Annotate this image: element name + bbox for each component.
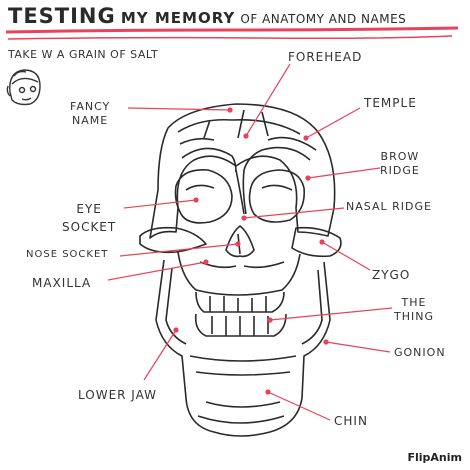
label-temple: TEMPLE [364,96,417,110]
label-brow-ridge-line1: BROW [380,150,420,163]
title-underline [5,26,459,40]
label-nose-socket: NOSE SOCKET [26,249,109,260]
label-forehead: FOREHEAD [288,50,363,64]
label-fancy-name: FANCY NAME [70,100,110,128]
skull-outline [139,103,342,437]
face-doodle-icon [6,69,41,106]
label-lower-jaw: LOWER JAW [78,388,158,402]
subtitle: TAKE W A GRAIN OF SALT [8,48,159,61]
label-nasal-ridge: NASAL RIDGE [346,200,432,213]
watermark-logo: FlipAnim [407,451,462,464]
label-the-thing-line2: THING [394,310,434,323]
label-eye-socket-line2: SOCKET [62,220,117,234]
label-gonion: GONION [394,346,446,359]
title-part-testing: TESTING [8,4,116,28]
title-part-memory: MY MEMORY [120,9,236,27]
label-chin: CHIN [334,414,368,428]
label-the-thing-line1: THE [401,296,427,309]
page-title: TESTING MY MEMORY OF ANATOMY AND NAMES [8,4,464,38]
label-fancy-name-line1: FANCY [70,100,111,113]
label-the-thing: THE THING [394,296,434,324]
title-part-anatomy: OF ANATOMY AND NAMES [240,12,407,26]
label-maxilla: MAXILLA [32,276,92,290]
label-zygo: ZYGO [372,268,411,282]
label-brow-ridge-line2: RIDGE [380,164,420,177]
label-eye-socket: EYE SOCKET [62,200,116,236]
pointer-lines [107,63,393,421]
label-brow-ridge: BROW RIDGE [380,150,420,178]
label-eye-socket-line1: EYE [76,202,102,216]
label-fancy-name-line2: NAME [72,114,109,127]
